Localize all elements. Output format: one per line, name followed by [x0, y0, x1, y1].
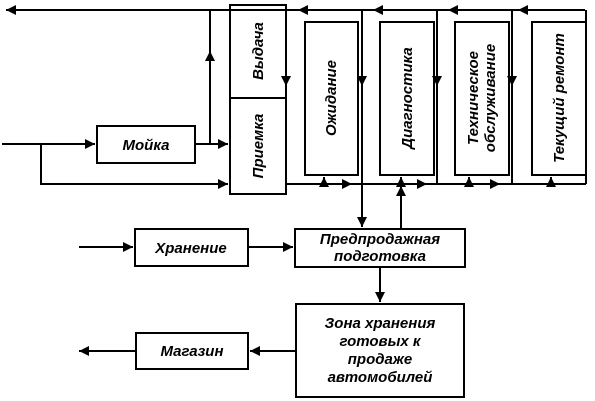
zona-label-line2: готовых к	[339, 333, 421, 350]
connectors	[2, 5, 587, 356]
diagnostika-label: Диагностика	[399, 47, 416, 151]
tekhnicheskoe-obsluzhivanie-node: Техническое обслуживание	[454, 21, 510, 176]
predprodazhnaya-podgotovka-node: Предпродажная подготовка	[294, 228, 466, 268]
hranenie-label: Хранение	[154, 240, 226, 257]
predprodazh-label-line2: подготовка	[334, 248, 426, 265]
magazin-label: Магазин	[160, 343, 223, 360]
zona-khraneniya-node: Зона хранения готовых к продаже автомоби…	[295, 303, 465, 398]
vydacha-node: Выдача	[229, 4, 287, 99]
tekushchiy-remont-node: Текущий ремонт	[531, 21, 587, 176]
moika-label: Мойка	[123, 137, 170, 154]
priemka-node: Приемка	[229, 97, 287, 195]
arrow-input-to-priemka	[40, 144, 228, 189]
vydacha-label: Выдача	[250, 22, 267, 80]
diagnostika-node: Диагностика	[379, 21, 435, 176]
predprodazh-label-line1: Предпродажная	[320, 231, 440, 248]
ozhidanie-label: Ожидание	[323, 60, 340, 136]
priemka-label: Приемка	[250, 114, 267, 179]
zona-label-line4: автомобилей	[328, 369, 433, 386]
zona-label-line3: продаже	[348, 351, 413, 368]
hranenie-node: Хранение	[134, 228, 249, 267]
tekushchiy-remont-label: Текущий ремонт	[551, 33, 568, 163]
moika-node: Мойка	[96, 125, 196, 164]
zona-label-line1: Зона хранения	[325, 315, 436, 332]
to-label-line1: Техническое	[465, 51, 482, 145]
to-label-line2: обслуживание	[482, 44, 499, 152]
ozhidanie-node: Ожидание	[304, 21, 359, 176]
magazin-node: Магазин	[135, 332, 249, 370]
